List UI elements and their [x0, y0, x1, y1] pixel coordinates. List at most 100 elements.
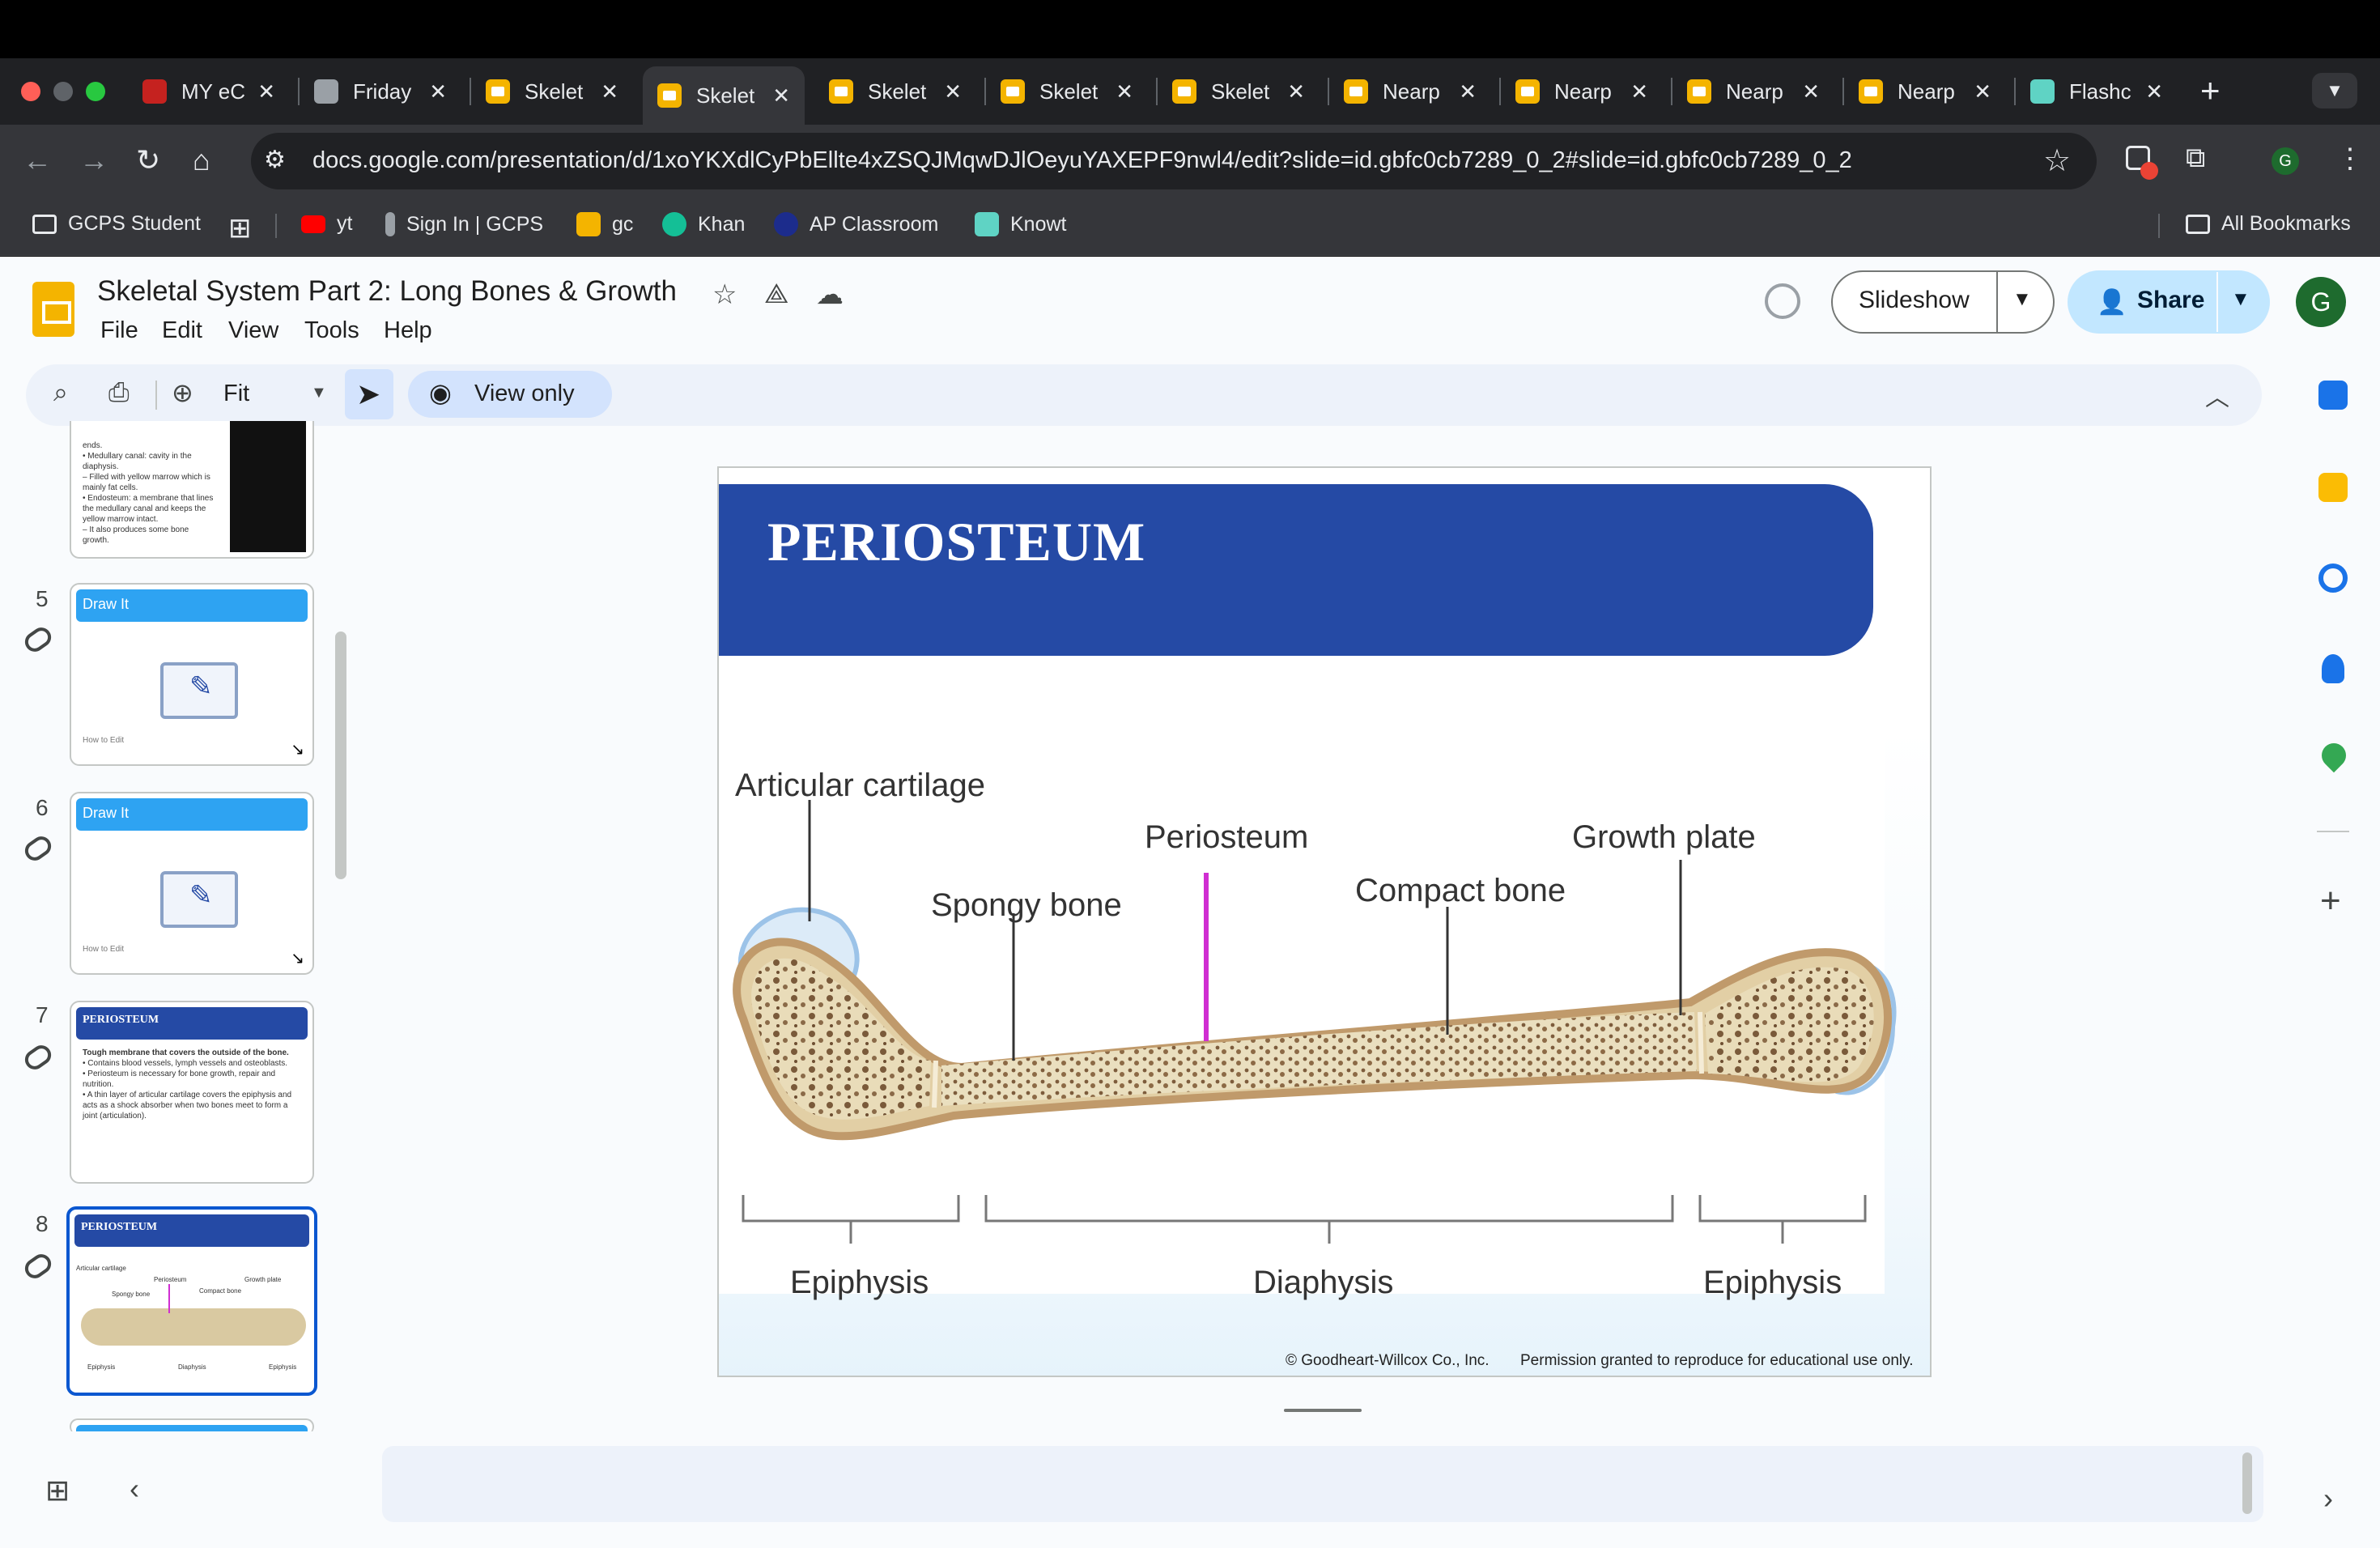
browser-tab[interactable]: Skelet✕	[471, 66, 633, 117]
view-only-label: View only	[474, 381, 575, 406]
browser-tab[interactable]: Skelet✕	[814, 66, 976, 117]
slide-thumbnail-6[interactable]: Draw It ✎ How to Edit ↘	[70, 792, 314, 975]
filmstrip-scrollbar[interactable]	[335, 632, 346, 879]
url-text[interactable]: docs.google.com/presentation/d/1xoYKXdlC…	[312, 147, 1852, 173]
menu-help[interactable]: Help	[384, 317, 432, 343]
close-tab-icon[interactable]: ✕	[1630, 79, 1648, 104]
version-history-icon[interactable]	[1765, 283, 1800, 319]
show-side-panel-chevron-icon[interactable]: ›	[2323, 1482, 2333, 1515]
menu-tools[interactable]: Tools	[304, 317, 359, 343]
browser-menu-icon[interactable]: ⋮	[2336, 143, 2364, 174]
close-tab-icon[interactable]: ✕	[1974, 79, 1991, 104]
browser-tab[interactable]: Friday✕	[300, 66, 461, 117]
close-tab-icon[interactable]: ✕	[429, 79, 447, 104]
minimize-window-button[interactable]	[53, 82, 73, 101]
menu-edit[interactable]: Edit	[162, 317, 202, 343]
notes-scrollbar[interactable]	[2242, 1452, 2252, 1514]
print-icon[interactable]: ⎙	[108, 377, 130, 406]
thumb-label: Diaphysis	[178, 1363, 206, 1371]
all-bookmarks[interactable]: All Bookmarks	[2186, 212, 2351, 236]
browser-tab[interactable]: Flashc✕	[2016, 66, 2178, 117]
address-bar[interactable]	[251, 133, 2097, 189]
star-icon[interactable]: ☆	[712, 279, 737, 310]
bookmark-sign-in-gcps[interactable]: Sign In | GCPS	[385, 212, 543, 236]
select-tool-button[interactable]	[345, 369, 393, 419]
browser-tab[interactable]: Skelet✕	[986, 66, 1148, 117]
browser-tab[interactable]: MY eC✕	[128, 66, 290, 117]
close-tab-icon[interactable]: ✕	[2145, 79, 2163, 104]
browser-tab[interactable]: Nearp✕	[1501, 66, 1663, 117]
contacts-icon[interactable]	[2322, 654, 2344, 683]
close-tab-icon[interactable]: ✕	[1116, 79, 1133, 104]
zoom-dropdown-chevron-icon[interactable]: ▼	[311, 384, 327, 402]
share-button[interactable]	[2068, 270, 2270, 334]
keep-icon[interactable]	[2318, 473, 2348, 502]
home-icon[interactable]: ⌂	[193, 143, 210, 176]
share-options-chevron-icon[interactable]: ▼	[2231, 288, 2250, 310]
pencil-icon: ✎	[189, 671, 213, 702]
notes-resize-handle[interactable]	[1284, 1409, 1362, 1412]
collapse-filmstrip-chevron-icon[interactable]: ‹	[130, 1472, 139, 1505]
browser-tab[interactable]: Skelet✕	[1158, 66, 1320, 117]
browser-tab[interactable]: Nearp✕	[1672, 66, 1834, 117]
browser-tab[interactable]: Skelet✕	[643, 66, 805, 125]
label-periosteum: Periosteum	[1145, 819, 1309, 855]
close-tab-icon[interactable]: ✕	[1459, 79, 1477, 104]
bookmark-khan[interactable]: Khan	[662, 212, 745, 236]
browser-tab[interactable]: Nearp✕	[1329, 66, 1491, 117]
slides-logo-icon[interactable]	[32, 282, 74, 337]
slide-canvas[interactable]: PERIOSTEUM	[717, 466, 1932, 1377]
close-tab-icon[interactable]: ✕	[257, 79, 275, 104]
grid-view-icon[interactable]: ⊞	[45, 1474, 70, 1507]
close-tab-icon[interactable]: ✕	[1802, 79, 1820, 104]
apps-grid-icon[interactable]: ⊞	[228, 213, 252, 244]
profile-avatar[interactable]: G	[2272, 147, 2299, 175]
site-info-icon[interactable]: ⚙	[264, 147, 286, 173]
speaker-notes-panel[interactable]	[382, 1446, 2263, 1522]
cloud-status-icon[interactable]: ☁	[816, 279, 844, 310]
reload-icon[interactable]: ↻	[136, 143, 161, 176]
maximize-window-button[interactable]	[86, 82, 105, 101]
bookmark-ap-classroom[interactable]: AP Classroom	[774, 212, 938, 236]
zoom-icon[interactable]: ⊕	[172, 378, 193, 407]
account-avatar[interactable]: G	[2296, 277, 2346, 327]
menu-view[interactable]: View	[228, 317, 279, 343]
slide-thumbnail-5[interactable]: Draw It ✎ How to Edit ↘	[70, 583, 314, 766]
close-tab-icon[interactable]: ✕	[1287, 79, 1305, 104]
browser-tab[interactable]: Nearp✕	[1844, 66, 2006, 117]
close-tab-icon[interactable]: ✕	[601, 79, 618, 104]
bookmark-knowt[interactable]: Knowt	[975, 212, 1066, 236]
add-addon-plus-icon[interactable]: +	[2320, 881, 2341, 921]
filmstrip-partial-thumb[interactable]: ends. • Medullary canal: cavity in the d…	[70, 421, 314, 559]
view-only-button[interactable]	[408, 371, 612, 418]
bookmark-gcps-student[interactable]: GCPS Student	[32, 212, 201, 236]
thumb-label: Compact bone	[199, 1287, 242, 1295]
zoom-select[interactable]: Fit	[223, 381, 250, 406]
bookmark-star-icon[interactable]: ☆	[2043, 144, 2072, 178]
bookmark-gc[interactable]: gc	[576, 212, 633, 236]
search-icon[interactable]: ⌕	[53, 377, 68, 406]
collapse-toolbar-chevron-icon[interactable]: ︿	[2205, 385, 2229, 411]
slideshow-label[interactable]: Slideshow	[1859, 287, 1970, 313]
slide-thumbnail-7[interactable]: PERIOSTEUM Tough membrane that covers th…	[70, 1001, 314, 1184]
back-icon[interactable]: ←	[23, 143, 52, 176]
move-to-drive-icon[interactable]: ⟁	[764, 279, 789, 309]
extensions-puzzle-icon[interactable]: ⧉	[2186, 142, 2206, 173]
new-tab-button[interactable]: +	[2200, 71, 2221, 109]
extension-alert-icon[interactable]	[2126, 146, 2150, 170]
tasks-icon[interactable]	[2318, 563, 2348, 593]
slideshow-options-chevron-icon[interactable]: ▼	[2012, 288, 2032, 310]
tab-search-button[interactable]: ▼	[2312, 73, 2357, 108]
document-title[interactable]: Skeletal System Part 2: Long Bones & Gro…	[97, 275, 677, 307]
close-window-button[interactable]	[21, 82, 40, 101]
bookmark-yt[interactable]: yt	[301, 212, 352, 236]
menu-file[interactable]: File	[100, 317, 138, 343]
arrow-icon: ↘	[291, 950, 304, 968]
slideshow-button[interactable]	[1831, 270, 2055, 334]
forward-icon[interactable]: →	[79, 143, 108, 176]
close-tab-icon[interactable]: ✕	[944, 79, 962, 104]
close-tab-icon[interactable]: ✕	[772, 83, 790, 108]
slide-thumbnail-8[interactable]: PERIOSTEUM Articular cartilage Periosteu…	[66, 1206, 317, 1396]
share-label[interactable]: Share	[2137, 287, 2205, 313]
calendar-icon[interactable]	[2318, 381, 2348, 410]
